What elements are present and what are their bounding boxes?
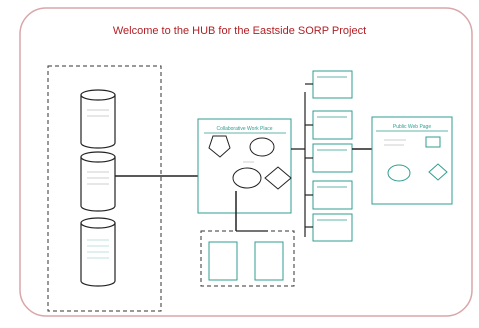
database-cylinder-3 (80, 217, 116, 287)
slide-title: Welcome to the HUB for the Eastside SORP… (112, 25, 367, 37)
bottom-dashed-group (200, 230, 295, 287)
center-shape-3 (232, 167, 262, 189)
right-panel (371, 116, 453, 205)
right-panel-label: Public Web Page (393, 124, 431, 130)
center-shape-4 (264, 166, 292, 190)
outer-border (19, 7, 473, 317)
center-shape-1 (208, 135, 231, 158)
center-panel-label: Collaborative Work Place (216, 126, 272, 132)
right-panel-diamond (428, 163, 448, 181)
bottom-box-2 (254, 241, 284, 281)
center-shape-2 (249, 137, 275, 157)
right-panel-ellipse (387, 164, 411, 182)
left-dashed-group (47, 65, 162, 312)
bottom-box-1 (208, 241, 238, 281)
small-box-5 (305, 213, 353, 242)
small-box-1 (305, 70, 353, 99)
database-cylinder-2 (80, 151, 116, 212)
small-box-4 (305, 180, 353, 210)
small-box-3 (305, 143, 353, 173)
small-box-2 (305, 110, 353, 140)
center-panel (197, 118, 292, 214)
right-panel-icon-box (425, 136, 441, 148)
database-cylinder-1 (80, 89, 116, 149)
